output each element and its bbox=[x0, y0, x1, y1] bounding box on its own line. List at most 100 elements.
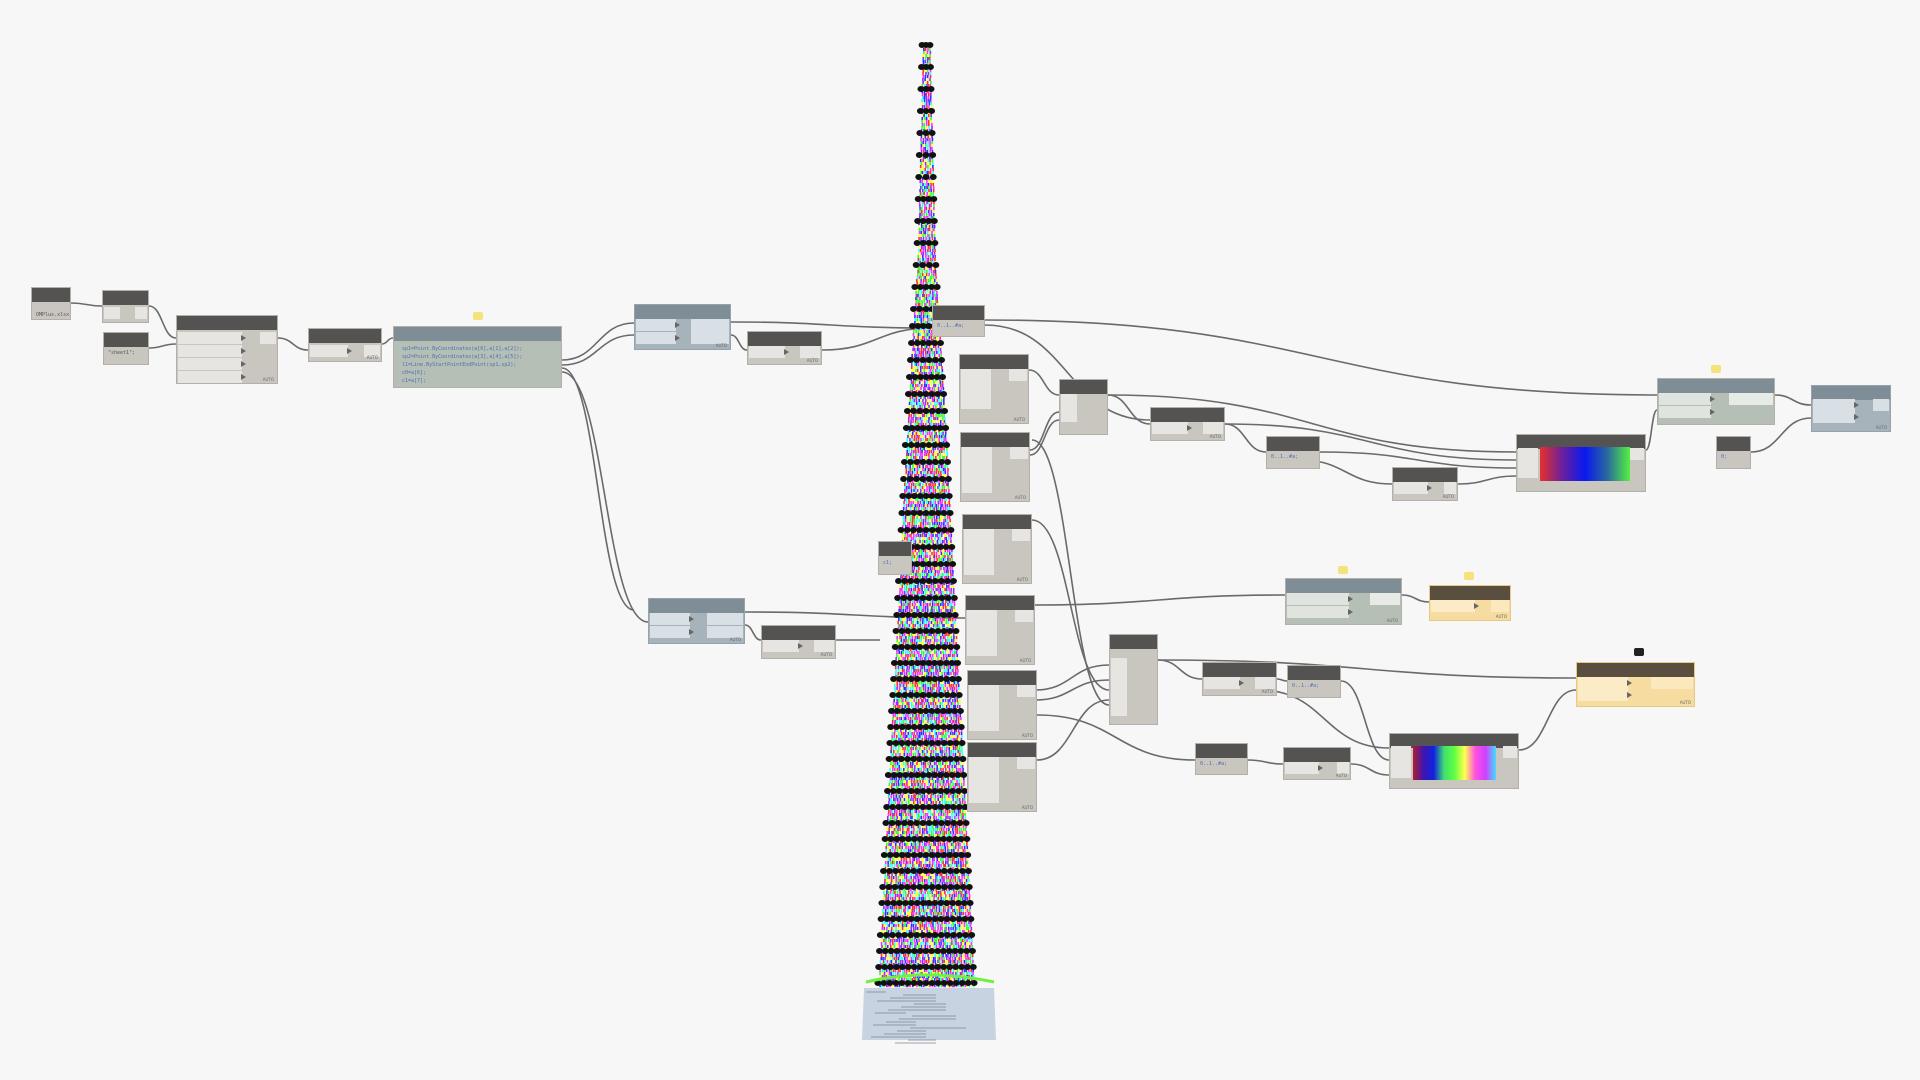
tower-segment bbox=[919, 831, 921, 835]
tower-segment bbox=[898, 810, 901, 814]
tower-segment bbox=[930, 189, 933, 193]
tower-segment bbox=[904, 705, 906, 709]
tower-segment bbox=[918, 396, 920, 400]
tower-segment bbox=[905, 690, 907, 694]
tower-segment bbox=[919, 672, 921, 676]
tower-segment bbox=[934, 570, 937, 574]
tower-segment bbox=[922, 81, 924, 85]
tower-segment bbox=[913, 522, 916, 526]
tower-segment bbox=[922, 591, 925, 595]
tower-segment bbox=[953, 651, 956, 655]
tower-segment bbox=[912, 576, 915, 580]
tower-segment bbox=[891, 735, 893, 739]
tower-segment bbox=[909, 813, 912, 817]
tower-segment bbox=[911, 468, 913, 472]
tower-segment bbox=[915, 648, 918, 652]
tower-segment bbox=[914, 354, 916, 358]
tower-segment bbox=[932, 825, 934, 829]
tower-segment bbox=[929, 252, 932, 256]
tower-segment bbox=[933, 591, 936, 595]
tower-segment bbox=[896, 651, 898, 655]
tower-segment bbox=[911, 639, 914, 643]
tower-segment bbox=[938, 666, 941, 670]
tower-segment bbox=[938, 714, 940, 718]
tower-segment bbox=[929, 75, 932, 79]
tower-segment bbox=[924, 555, 927, 559]
tower-segment bbox=[921, 381, 924, 385]
tower-segment bbox=[927, 468, 930, 472]
tower-segment bbox=[936, 570, 939, 574]
tower-segment bbox=[925, 438, 927, 442]
tower-segment bbox=[926, 486, 928, 490]
tower-segment bbox=[938, 432, 941, 436]
tower-segment bbox=[956, 738, 958, 742]
tower-segment bbox=[924, 183, 926, 187]
tower-segment bbox=[899, 585, 901, 589]
tower-segment bbox=[935, 591, 937, 595]
tower-segment bbox=[927, 738, 930, 742]
tower-segment bbox=[921, 96, 924, 100]
tower-segment bbox=[918, 249, 921, 253]
tower-segment bbox=[912, 414, 915, 418]
tower-segment bbox=[937, 450, 939, 454]
tower-segment bbox=[895, 657, 897, 661]
tower-segment bbox=[930, 705, 933, 709]
tower-segment bbox=[917, 624, 919, 628]
tower-segment bbox=[931, 150, 934, 154]
tower-segment bbox=[933, 384, 935, 388]
tower-segment bbox=[928, 237, 931, 241]
tower-segment bbox=[915, 810, 918, 814]
tower-segment bbox=[920, 507, 923, 511]
tower-segment bbox=[893, 828, 896, 832]
tower-segment bbox=[919, 159, 922, 163]
tower-segment bbox=[952, 753, 955, 757]
tower-segment bbox=[926, 471, 929, 475]
tower-segment bbox=[930, 366, 933, 370]
tower-segment bbox=[928, 102, 931, 106]
tower-segment bbox=[903, 753, 906, 757]
tower-segment bbox=[954, 753, 957, 757]
tower-segment bbox=[936, 621, 939, 625]
tower-segment bbox=[920, 810, 922, 814]
tower-segment bbox=[912, 543, 915, 547]
tower-segment bbox=[944, 729, 947, 733]
tower-segment bbox=[902, 813, 905, 817]
tower-segment bbox=[950, 591, 953, 595]
tower-segment bbox=[951, 651, 954, 655]
tower-segment bbox=[923, 120, 926, 124]
tower-segment bbox=[903, 666, 906, 670]
tower-segment bbox=[941, 531, 943, 535]
tower-segment bbox=[911, 558, 914, 562]
tower-segment bbox=[897, 750, 899, 754]
tower-segment bbox=[901, 621, 904, 625]
tower-segment bbox=[920, 276, 923, 280]
tower-segment bbox=[916, 672, 919, 676]
tower-segment bbox=[931, 246, 934, 250]
tower-segment bbox=[928, 798, 930, 802]
tower-segment bbox=[960, 780, 963, 784]
tower-segment bbox=[928, 345, 931, 349]
tower-segment bbox=[909, 387, 912, 391]
tower-segment bbox=[912, 348, 914, 352]
tower-segment bbox=[931, 480, 933, 484]
tower-segment bbox=[927, 144, 929, 148]
tower-segment bbox=[917, 486, 920, 490]
tower-segment bbox=[919, 798, 921, 802]
tower-segment bbox=[918, 318, 921, 322]
tower-segment bbox=[917, 417, 919, 421]
tower-segment bbox=[927, 648, 929, 652]
tower-segment bbox=[926, 381, 928, 385]
tower-segment bbox=[943, 609, 945, 613]
tower-segment bbox=[931, 135, 933, 139]
tower-segment bbox=[939, 588, 942, 592]
tower-segment bbox=[948, 795, 950, 799]
tower-segment bbox=[927, 657, 930, 661]
tower-segment bbox=[901, 585, 904, 589]
tower-segment bbox=[921, 531, 924, 535]
tower-segment bbox=[934, 501, 937, 505]
tower-segment bbox=[924, 204, 926, 208]
tower-segment bbox=[900, 699, 903, 703]
tower-segment bbox=[908, 450, 911, 454]
tower-segment bbox=[899, 834, 902, 838]
tower-segment bbox=[928, 387, 931, 391]
